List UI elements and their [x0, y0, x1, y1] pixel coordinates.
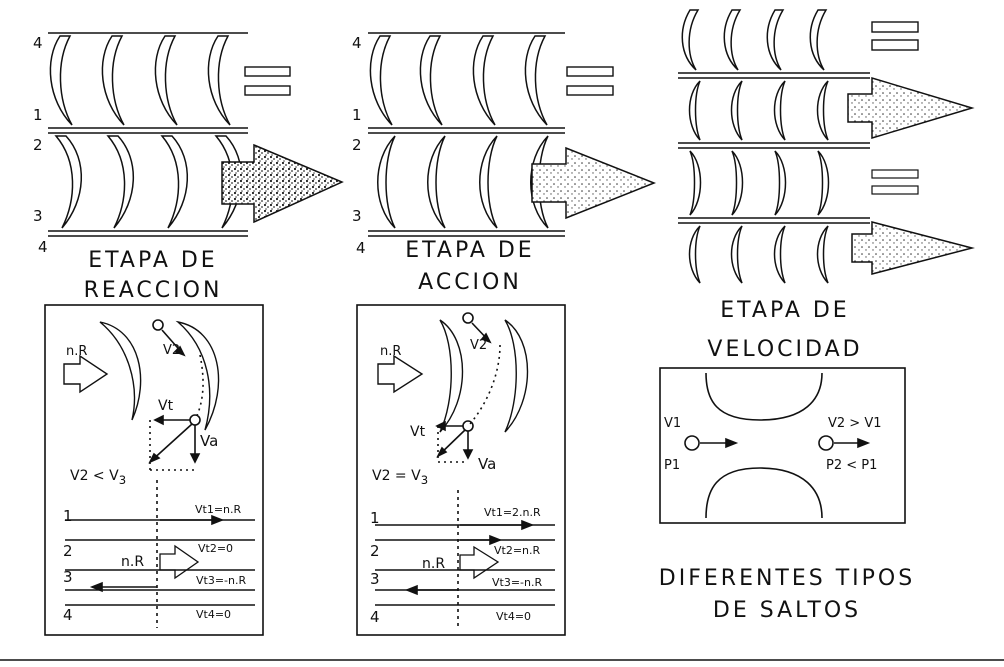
action-line-2-number: 2	[370, 542, 380, 560]
reaction-velocity-box	[44, 304, 264, 636]
action-vt4: Vt4=0	[496, 610, 532, 623]
action-vt3: Vt3=-n.R	[492, 576, 543, 589]
action-va-label: Va	[478, 455, 497, 473]
reaction-line-2-number: 2	[63, 542, 73, 560]
reaction-legend-bar-2	[244, 85, 291, 96]
nozzle-p1-label: P1	[664, 458, 681, 473]
action-vt-label: Vt	[410, 424, 426, 440]
action-nR-label: n.R	[380, 344, 402, 359]
action-nR2-label: n.R	[422, 556, 446, 572]
reaction-vt-label: Vt	[158, 398, 174, 414]
nozzle-p2-lt-p1-label: P2 < P1	[826, 458, 878, 473]
action-velocity-box	[356, 304, 566, 636]
reaction-va-label: Va	[200, 432, 219, 450]
action-line-3-number: 3	[370, 570, 380, 588]
reaction-nR-label: n.R	[66, 344, 88, 359]
action-stage-blades	[368, 32, 565, 237]
action-vt1: Vt1=2.n.R	[484, 506, 541, 519]
velocity-legend-bar-4	[871, 185, 919, 195]
action-row-number-4-bottom: 4	[356, 239, 366, 257]
reaction-flow-arrow	[221, 143, 344, 224]
action-legend-bar-2	[566, 85, 614, 96]
velocity-flow-arrow-lower	[851, 221, 975, 275]
velocity-legend-bar-2	[871, 39, 919, 51]
nozzle-v1-label: V1	[664, 416, 682, 431]
reaction-vt1: Vt1=n.R	[195, 503, 242, 516]
reaction-title-line1: ETAPA DE	[88, 248, 218, 273]
velocity-stage-blades	[678, 9, 870, 284]
reaction-line-3-number: 3	[63, 568, 73, 586]
reaction-vt2: Vt2=0	[198, 542, 234, 555]
velocity-legend-bar-1	[871, 21, 919, 33]
action-row-number-4-top: 4	[352, 34, 362, 52]
reaction-relation: V2 < V3	[70, 468, 127, 487]
reaction-line-4-number: 4	[63, 606, 73, 624]
action-v2-label: V2	[470, 338, 488, 353]
reaction-vt3: Vt3=-n.R	[196, 574, 247, 587]
action-row-number-3: 3	[352, 207, 362, 225]
row-number-2: 2	[33, 136, 43, 154]
velocity-title-line1: ETAPA DE	[720, 298, 850, 323]
reaction-nR2-label: n.R	[121, 554, 145, 570]
action-legend-bar-1	[566, 66, 614, 77]
row-number-3: 3	[33, 207, 43, 225]
reaction-stage-blades	[48, 32, 248, 237]
row-number-1: 1	[33, 106, 43, 124]
action-row-number-2: 2	[352, 136, 362, 154]
velocity-flow-arrow-upper	[847, 76, 975, 140]
jumps-title-line2: DE SALTOS	[712, 598, 862, 623]
action-flow-arrow	[531, 146, 657, 220]
velocity-title-line2: VELOCIDAD	[707, 337, 863, 362]
action-row-number-1: 1	[352, 106, 362, 124]
action-relation: V2 = V3	[372, 468, 429, 487]
nozzle-v2-gt-v1-label: V2 > V1	[828, 416, 882, 431]
action-line-4-number: 4	[370, 608, 380, 626]
action-vt2: Vt2=n.R	[494, 544, 541, 557]
velocity-legend-bar-3	[871, 169, 919, 179]
row-number-4-bottom: 4	[38, 238, 48, 256]
reaction-title-line2: REACCION	[83, 278, 223, 303]
action-line-1-number: 1	[370, 509, 380, 527]
nozzle-box	[659, 367, 906, 524]
action-title-line1: ETAPA DE	[405, 238, 535, 263]
action-title-line2: ACCION	[418, 270, 522, 295]
jumps-title-line1: DIFERENTES TIPOS	[658, 566, 916, 591]
reaction-legend-bar-1	[244, 66, 291, 77]
reaction-vt4: Vt4=0	[196, 608, 232, 621]
row-number-4-top: 4	[33, 34, 43, 52]
reaction-v2-label: V2	[163, 343, 181, 358]
reaction-line-1-number: 1	[63, 507, 73, 525]
